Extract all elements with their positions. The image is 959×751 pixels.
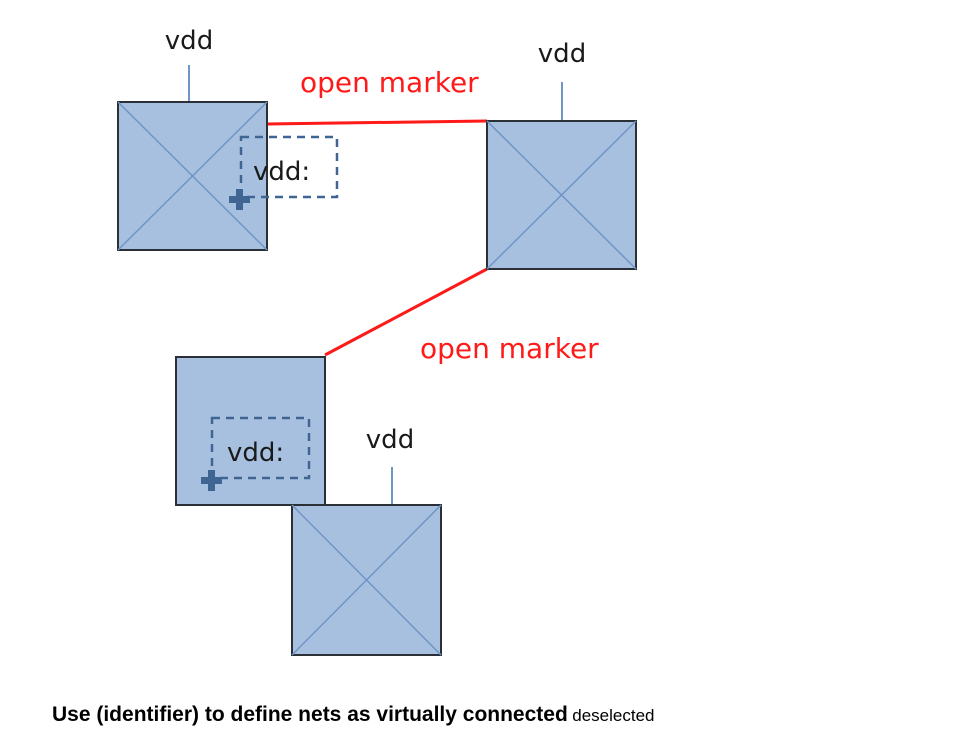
cell-cross xyxy=(117,101,268,251)
identifier-dashed-box xyxy=(210,416,311,480)
cell-box xyxy=(175,356,326,506)
cell-cross xyxy=(486,120,637,270)
cell-top-right: vdd xyxy=(486,39,637,270)
open-marker-line-middle xyxy=(324,267,488,357)
plus-icon xyxy=(201,470,222,491)
identifier-label: vdd: xyxy=(227,438,284,468)
identifier-bottom: vdd: xyxy=(201,416,311,491)
cell-cross xyxy=(291,504,442,656)
identifier-dashed-box xyxy=(239,135,339,199)
caption-main: Use (identifier) to define nets as virtu… xyxy=(52,703,568,726)
open-marker-label: open marker xyxy=(420,332,599,365)
caption: Use (identifier) to define nets as virtu… xyxy=(52,703,654,727)
vdd-label: vdd xyxy=(165,26,213,56)
plus-icon xyxy=(229,189,250,210)
vdd-label: vdd xyxy=(538,39,586,69)
identifier-top: vdd: xyxy=(229,135,339,210)
caption-sub: deselected xyxy=(572,706,655,725)
open-marker-label: open marker xyxy=(300,66,479,99)
cell-bottom-left xyxy=(175,356,326,506)
identifier-label: vdd: xyxy=(253,157,310,187)
open-marker-line-top xyxy=(266,119,488,126)
vdd-label: vdd xyxy=(366,425,414,455)
cell-bottom-right: vdd xyxy=(291,425,442,656)
